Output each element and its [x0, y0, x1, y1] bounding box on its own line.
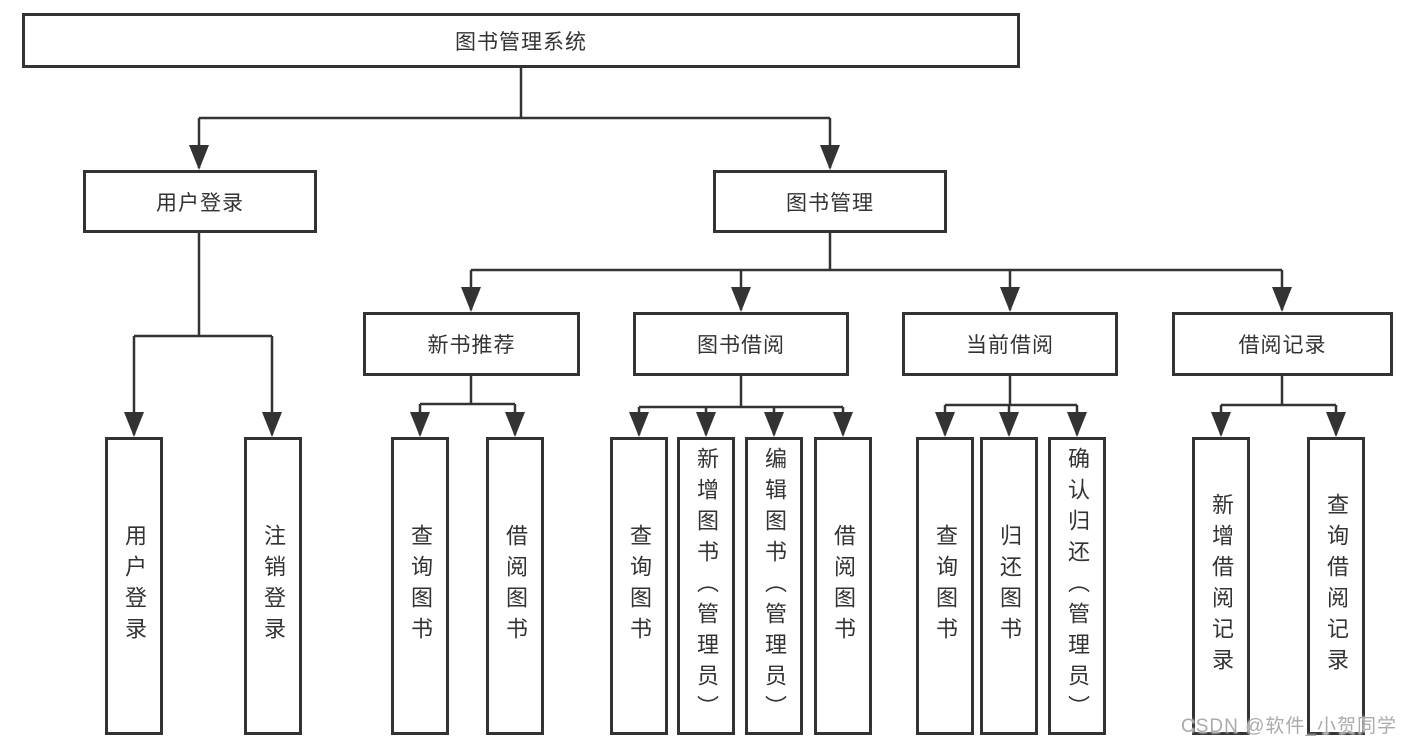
- leaf-return-books: 归还图书: [980, 437, 1038, 735]
- leaf-label: 借阅图书: [503, 524, 528, 648]
- csdn-watermark: CSDN @软件_小贺同学: [1181, 716, 1397, 737]
- leaf-label: 归还图书: [997, 524, 1022, 648]
- leaf-label: 新增借阅记录: [1209, 493, 1234, 679]
- leaf-query-books-borrowing: 查询图书: [610, 437, 668, 735]
- leaf-add-books-admin: 新增图书（管理员）: [677, 437, 735, 735]
- leaf-logout-login: 注销登录: [244, 437, 302, 735]
- node-label: 图书借阅: [697, 334, 785, 357]
- leaf-label: 查询图书: [627, 524, 652, 648]
- leaf-label: 注销登录: [261, 524, 286, 648]
- node-label: 借阅记录: [1238, 334, 1327, 357]
- node-user-login: 用户登录: [83, 170, 317, 233]
- leaf-label: 查询图书: [933, 524, 958, 648]
- node-new-book-recommendation: 新书推荐: [363, 312, 580, 376]
- node-book-borrowing: 图书借阅: [633, 312, 849, 376]
- leaf-borrow-books-recommend: 借阅图书: [486, 437, 544, 735]
- leaf-label: 用户登录: [122, 524, 147, 648]
- leaf-query-borrow-record: 查询借阅记录: [1307, 437, 1365, 735]
- leaf-query-books-current: 查询图书: [916, 437, 974, 735]
- node-label: 当前借阅: [966, 334, 1054, 357]
- leaf-edit-books-admin: 编辑图书（管理员）: [745, 437, 803, 735]
- node-library-management-system: 图书管理系统: [22, 13, 1020, 68]
- leaf-query-books-recommend: 查询图书: [391, 437, 449, 735]
- leaf-user-login: 用户登录: [105, 437, 163, 735]
- leaf-label: 查询借阅记录: [1324, 493, 1349, 679]
- leaf-label: 查询图书: [408, 524, 433, 648]
- leaf-label: 编辑图书（管理员）: [762, 446, 787, 726]
- connector-lines: [132, 68, 1338, 435]
- leaf-label: 新增图书（管理员）: [694, 446, 719, 726]
- leaf-borrow-books-borrowing: 借阅图书: [814, 437, 872, 735]
- node-label: 图书管理系统: [455, 30, 587, 54]
- leaf-add-borrow-record: 新增借阅记录: [1192, 437, 1250, 735]
- arrowheads: [124, 145, 1346, 437]
- node-label: 图书管理: [786, 191, 874, 215]
- node-label: 新书推荐: [427, 334, 516, 357]
- leaf-confirm-return-admin: 确认归还（管理员）: [1048, 437, 1106, 735]
- node-current-borrowing: 当前借阅: [902, 312, 1118, 376]
- leaf-label: 借阅图书: [831, 524, 856, 648]
- node-book-management: 图书管理: [713, 170, 947, 233]
- leaf-label: 确认归还（管理员）: [1065, 446, 1090, 726]
- node-label: 用户登录: [156, 191, 244, 215]
- node-borrowing-records: 借阅记录: [1172, 312, 1393, 376]
